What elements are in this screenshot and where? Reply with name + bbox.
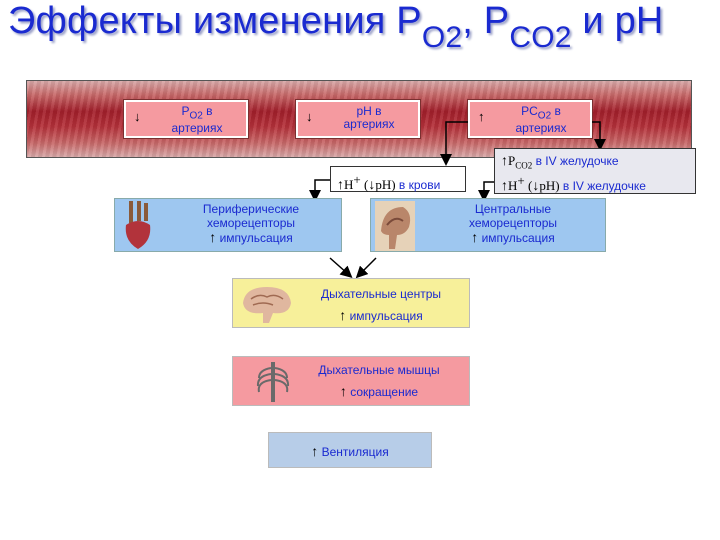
respiratory-muscles-box: Дыхательные мышцы ↑ сокращение [232,356,470,406]
po2-subscript: O2 [189,110,203,122]
ph-label: pH) [539,178,560,194]
ph-arteries-box: ↓ pH в артериях [295,99,421,139]
heart-vessels-icon [125,201,151,249]
ventricle-text-1: в IV желудочке [532,154,619,168]
central-text: Центральные хеморецепторы ↑ импульсация [427,202,599,245]
pco2-in: в [551,104,561,118]
brain-section-icon [375,201,415,251]
po2-arteries-label: артериях [171,121,223,136]
up-arrow-icon: ↑ [501,152,508,168]
ventricle-text-2: в IV желудочке [559,179,646,194]
po2-label: P [181,104,190,118]
po2-arteries-text: PO2 в артериях [154,105,240,135]
title-o2-sub: O2 [422,21,462,54]
pco2-arteries-box: ↑ PCO2 в артериях [467,99,593,139]
page-title: Эффекты изменения PO2, PCO2 и pH [8,0,664,54]
h-ion-plus: + [517,173,525,189]
central-chemoreceptors-box: Центральные хеморецепторы ↑ импульсация [370,198,606,252]
title-o2-index: 2 [445,21,463,54]
up-arrow-icon: ↑ [339,383,347,399]
down-arrow-icon: ↓ [368,176,376,192]
resp-muscles-line-1: Дыхательные мышцы [318,363,440,377]
ventricle-line-2: ↑H+ (↓pH) в IV желудочке [501,173,691,194]
up-arrow-icon: ↑ [311,443,319,459]
up-arrow-icon: ↑ [471,229,479,245]
blood-text: в крови [395,178,441,192]
title-co2: CO [509,21,555,54]
h-ion-plus: + [353,172,361,187]
paren-open: ( [524,178,533,194]
po2-in: в [202,104,213,118]
peripheral-line-2: хеморецепторы [206,216,296,230]
up-arrow-icon: ↑ [478,109,485,124]
central-line-1: Центральные [474,202,552,216]
peripheral-line-1: Периферические [202,202,300,216]
pco2-subscript: O2 [537,110,552,122]
peripheral-chemoreceptors-box: Периферические хеморецепторы ↑ импульсац… [114,198,342,252]
arrow-pco2-to-blood [440,121,468,166]
pco2-arteries-label: артериях [515,121,567,136]
ph-label: pH) [375,177,396,192]
central-line-2: хеморецепторы [468,216,558,230]
resp-centers-text: Дыхательные центры ↑ импульсация [299,287,463,323]
up-arrow-icon: ↑ [339,307,347,323]
title-comma: , P [462,0,510,42]
down-arrow-icon: ↓ [134,109,141,124]
pco2-label: PC [521,104,538,118]
brain-icon [243,287,291,323]
up-arrow-icon: ↑ [501,177,508,194]
central-line-3: импульсация [481,231,555,245]
ventricle-change-box: ↑PCO2 в IV желудочке ↑H+ (↓pH) в IV желу… [494,148,696,194]
arrow-ventricle-to-central [478,181,494,202]
down-arrow-icon: ↓ [532,177,540,194]
title-text-suffix: и pH [571,0,664,42]
arrow-pco2-to-ventricle [592,121,606,151]
h-ion-label: H [344,177,354,192]
resp-centers-line-1: Дыхательные центры [320,287,441,301]
title-co2-index: 2 [554,21,572,54]
resp-muscles-text: Дыхательные мышцы ↑ сокращение [295,363,463,399]
paren-open: ( [360,177,369,192]
title-text-prefix: Эффекты изменения P [8,0,422,42]
down-arrow-icon: ↓ [306,109,313,124]
arrow-peripheral-to-centers [329,257,353,278]
ph-label: pH в [356,104,382,118]
resp-centers-line-2: импульсация [349,309,423,323]
arrow-blood-to-peripheral [309,179,330,202]
ph-arteries-text: pH в артериях [326,105,412,131]
ventilation-box: ↑ Вентиляция [268,432,432,468]
peripheral-text: Периферические хеморецепторы ↑ импульсац… [167,202,335,245]
up-arrow-icon: ↑ [209,229,217,245]
pco2-label: P [508,153,516,168]
title-o2: O [421,21,446,54]
ventilation-label: Вентиляция [321,445,389,459]
up-arrow-icon: ↑ [337,176,344,192]
resp-muscles-line-2: сокращение [350,385,419,399]
pco2-subscript: CO2 [515,160,533,171]
ph-arteries-label: артериях [343,117,395,131]
respiratory-centers-box: Дыхательные центры ↑ импульсация [232,278,470,328]
arrow-central-to-centers [355,257,377,279]
title-co2-sub: CO2 [509,21,571,54]
po2-arteries-box: ↓ PO2 в артериях [123,99,249,139]
blood-change-box: ↑H+ (↓pH) в крови [330,166,466,192]
ventricle-line-1: ↑PCO2 в IV желудочке [501,152,691,170]
h-ion-label: H [508,178,518,194]
pco2-arteries-text: PCO2 в артериях [498,105,584,135]
peripheral-line-3: импульсация [219,231,293,245]
ribcage-icon [256,362,290,402]
